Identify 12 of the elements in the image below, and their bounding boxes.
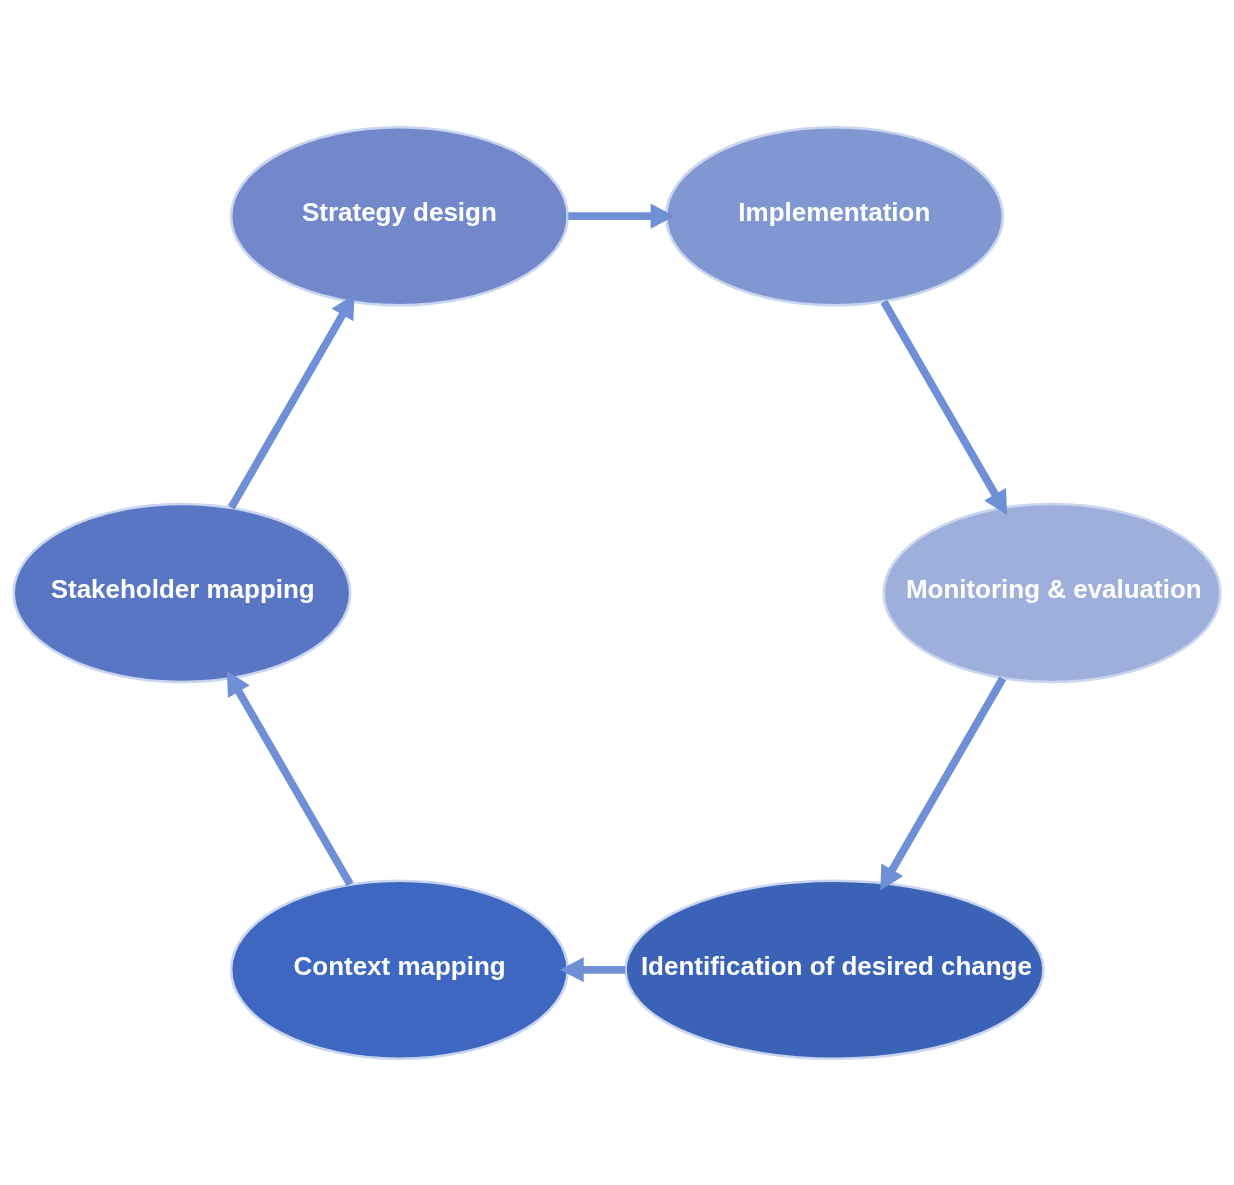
node-ellipse: Context mapping [229, 878, 570, 1060]
arrow [559, 956, 626, 982]
node-ellipse: Stakeholder mapping [12, 502, 352, 683]
arrow [568, 203, 675, 229]
node-ellipse: Implementation [664, 125, 1005, 307]
node-ellipse: Monitoring & evaluation [882, 502, 1222, 683]
arrow [227, 293, 355, 509]
node-ellipse: Identification of desired change [624, 878, 1045, 1060]
arrow [880, 299, 1008, 515]
arrow [880, 676, 1007, 891]
arrow [226, 670, 354, 886]
node-ellipse: Strategy design [229, 125, 570, 307]
